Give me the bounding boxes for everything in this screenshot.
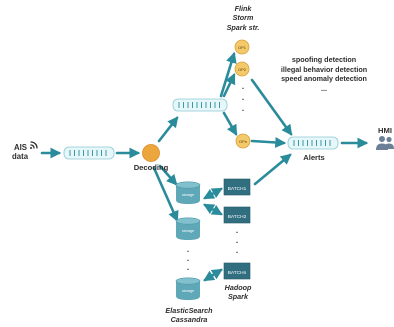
batch-job-1-label: BATCH1	[228, 186, 247, 192]
operator-op2-label: OP2	[238, 67, 247, 72]
arrow-batch1-to-alerts	[253, 153, 292, 186]
operator-ellipsis-dot-2: .	[242, 93, 244, 102]
storage-ellipsis: . . .	[187, 245, 189, 272]
streaming-framework-3: Spark str.	[226, 22, 260, 32]
alerts-queue: Alerts	[287, 136, 339, 162]
decoding-label: Decoding	[134, 163, 169, 172]
batch-ellipsis: . . .	[236, 226, 238, 255]
streaming-frameworks: Flink Storm Spark str.	[218, 4, 268, 32]
batch-framework-2: Spark	[228, 292, 248, 302]
storage-cylinder-1-label: storage	[182, 193, 194, 197]
hmi: HMI	[376, 126, 394, 150]
ingest-queue	[63, 146, 115, 160]
arrow-storage-batchn	[203, 268, 223, 282]
storage-framework-1: ElasticSearch	[165, 306, 213, 315]
storage-cylinder-2-label: storage	[182, 229, 194, 233]
arrow-decoding-to-storage2	[152, 166, 179, 222]
wifi-signal-icon	[30, 141, 38, 149]
ais-source: AIS data	[12, 141, 38, 161]
detection-list: spoofing detection illegal behavior dete…	[262, 55, 386, 93]
arrow-queue-to-opn	[222, 111, 238, 136]
storage-cylinder-n-label: storage	[182, 289, 194, 293]
batch-job-2-label: BATCH2	[228, 214, 247, 220]
batch-ellipsis-dot-2: .	[236, 236, 238, 245]
operator-opn-label: OPn	[239, 139, 247, 144]
operator-op1: OP1	[234, 39, 250, 55]
batch-job-2: BATCH2	[223, 206, 251, 224]
stream-queue	[172, 98, 228, 112]
storage-cylinder-2: storage	[175, 217, 201, 240]
detection-item-1: spoofing detection	[291, 55, 357, 64]
storage-cylinder-1: storage	[175, 181, 201, 204]
batch-ellipsis-dot-1: .	[236, 226, 238, 235]
batch-job-n-label: BATCHn	[228, 270, 247, 276]
ais-label-line1: AIS	[14, 143, 27, 152]
storage-framework-2: Cassandra	[170, 315, 208, 325]
detection-item-more: ...	[321, 83, 327, 93]
alerts-label: Alerts	[303, 153, 325, 162]
operator-ellipsis: . . .	[242, 82, 244, 113]
arrow-decoding-to-storage1	[158, 164, 178, 186]
streaming-framework-2: Storm	[232, 13, 254, 23]
batch-job-1: BATCH1	[223, 178, 251, 196]
storage-frameworks: ElasticSearch Cassandra	[156, 306, 222, 325]
arrow-storage-batch2	[203, 203, 223, 216]
ais-label-line2: data	[12, 152, 29, 161]
detection-item-3: speed anomaly detection	[281, 74, 367, 84]
detection-item-2: illegal behavior detection	[280, 64, 368, 74]
storage-ellipsis-dot-3: .	[187, 263, 189, 272]
operator-opn: OPn	[235, 133, 251, 149]
users-icon	[376, 136, 394, 150]
arrow-op2-to-alerts	[250, 78, 293, 136]
operator-ellipsis-dot-1: .	[242, 82, 244, 91]
streaming-framework-1: Flink	[234, 4, 252, 13]
operator-ellipsis-dot-3: .	[242, 104, 244, 113]
operator-op2: OP2	[234, 61, 250, 77]
batch-ellipsis-dot-3: .	[236, 246, 238, 255]
arrow-storage-batch1	[203, 187, 223, 200]
storage-cylinder-n: storage	[175, 277, 201, 300]
batch-framework-1: Hadoop	[224, 283, 252, 292]
arrow-queue-to-op2	[222, 73, 236, 98]
storage-ellipsis-dot-2: .	[187, 254, 189, 263]
arrow-decoding-to-stream-queue	[157, 116, 179, 143]
hmi-label: HMI	[378, 126, 392, 135]
batch-frameworks: Hadoop Spark	[216, 283, 260, 302]
arrow-opn-to-alerts	[250, 137, 287, 148]
storage-ellipsis-dot-1: .	[187, 245, 189, 254]
decoding-node: Decoding	[134, 144, 169, 172]
batch-job-n: BATCHn	[223, 262, 251, 280]
operator-op1-label: OP1	[238, 45, 247, 50]
